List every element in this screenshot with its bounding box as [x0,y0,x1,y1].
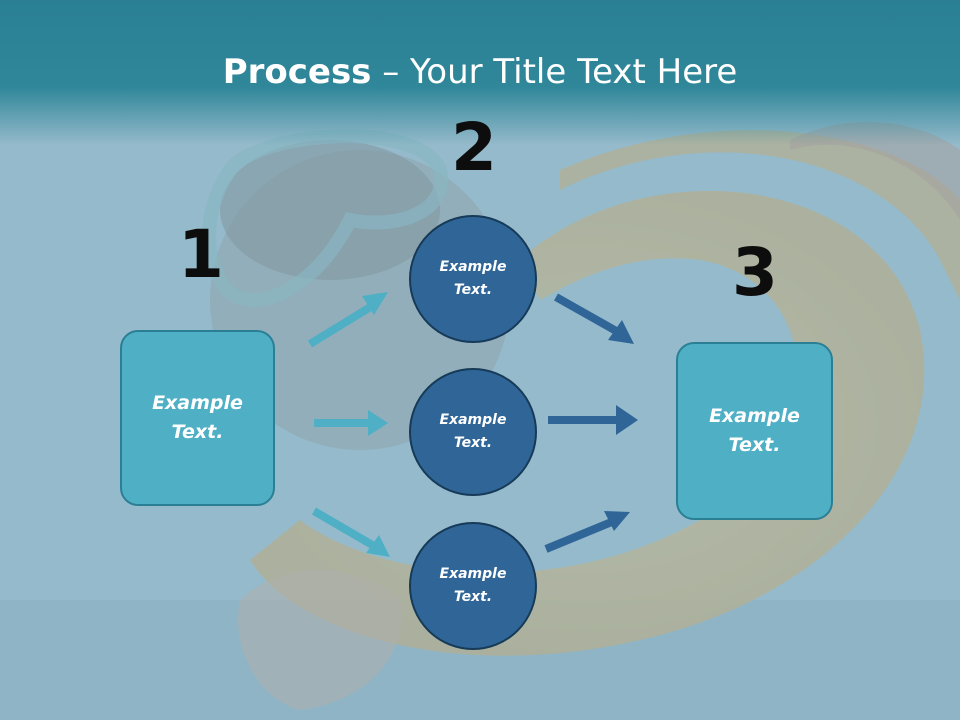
right-step-box-text: Example Text. [709,405,800,456]
slide-title: Process – Your Title Text Here [0,52,960,92]
left-step-box-text: Example Text. [152,392,243,443]
circle-step-top: Example Text. [409,215,537,343]
arrowhead-left-to-bottom [366,535,390,557]
arrowhead-bottom-to-right [604,511,630,531]
step-number-3: 3 [732,234,778,311]
arrow-bottom-to-right [544,517,616,553]
title-rest: – Your Title Text Here [371,52,738,92]
arrowhead-left-to-middle [368,410,388,436]
arrow-top-to-right [554,293,620,336]
left-step-box: Example Text. [120,330,275,506]
arrowhead-middle-to-right [616,405,638,435]
right-step-box: Example Text. [676,342,833,520]
circle-step-middle: Example Text. [409,368,537,496]
arrowhead-top-to-right [608,320,634,344]
circle-bottom-text: Example Text. [439,566,507,605]
circle-top-text: Example Text. [439,259,507,298]
title-banner [0,0,960,145]
title-bold: Process [222,52,372,92]
circle-step-bottom: Example Text. [409,522,537,650]
arrowhead-left-to-top [362,292,388,315]
circle-middle-text: Example Text. [439,412,507,451]
step-number-2: 2 [451,109,497,186]
arrow-left-to-bottom [311,507,377,550]
step-number-1: 1 [178,216,224,293]
arrow-left-to-top [307,302,375,348]
